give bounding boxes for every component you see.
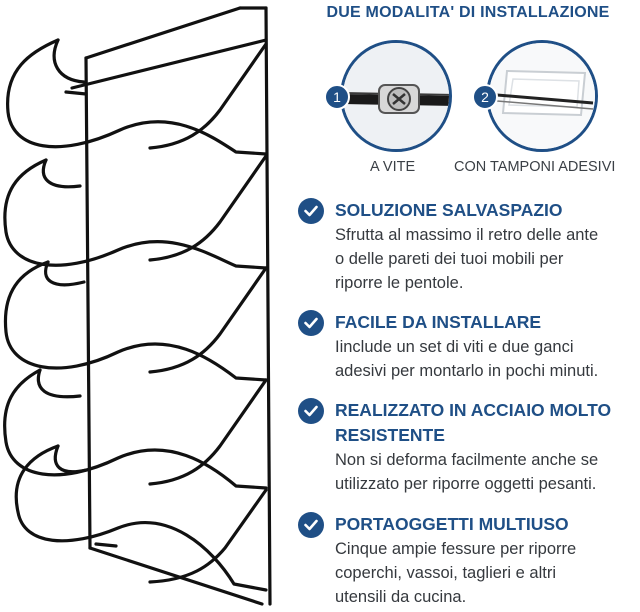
feature-text-line: coperchi, vassoi, taglieri e altri [335,564,557,582]
check-icon [298,398,324,424]
option-number-2: 2 [472,84,498,110]
lid-rack-image [3,6,272,606]
check-icon [298,512,324,538]
feature-text-line: o delle pareti dei tuoi mobili per [335,250,564,268]
feature-text-line: Iinclude un set di viti e due ganci [335,338,574,356]
check-icon [298,310,324,336]
check-icon [298,198,324,224]
feature-title: FACILE DA INSTALLARE [335,312,542,332]
feature-title-line: REALIZZATO IN ACCIAIO MOLTO [335,400,612,420]
installation-title: DUE MODALITA' DI INSTALLAZIONE [326,4,610,21]
feature-text-line: utensili da cucina. [335,588,467,606]
adhesive-pad-icon [489,43,595,149]
feature-title: SOLUZIONE SALVASPAZIO [335,200,563,220]
feature-text-line: Cinque ampie fessure per riporre [335,540,577,558]
feature-text-line: utilizzato per riporre oggetti pesanti. [335,475,597,493]
adhesive-install-image [486,40,598,152]
feature-title: PORTAOGGETTI MULTIUSO [335,514,569,534]
feature-text-line: adesivi per montarlo in pochi minuti. [335,362,599,380]
feature-text-line: riporre le pentole. [335,274,464,292]
option-number-1: 1 [324,84,350,110]
option-label-screw: A VITE [370,159,416,175]
option-label-adhesive: CON TAMPONI ADESIVI [454,159,616,175]
screw-install-image [340,40,452,152]
feature-title-line: RESISTENTE [335,425,445,445]
screw-icon [343,43,449,149]
feature-text-line: Non si deforma facilmente anche se [335,451,599,469]
feature-text-line: Sfrutta al massimo il retro delle ante [335,226,599,244]
